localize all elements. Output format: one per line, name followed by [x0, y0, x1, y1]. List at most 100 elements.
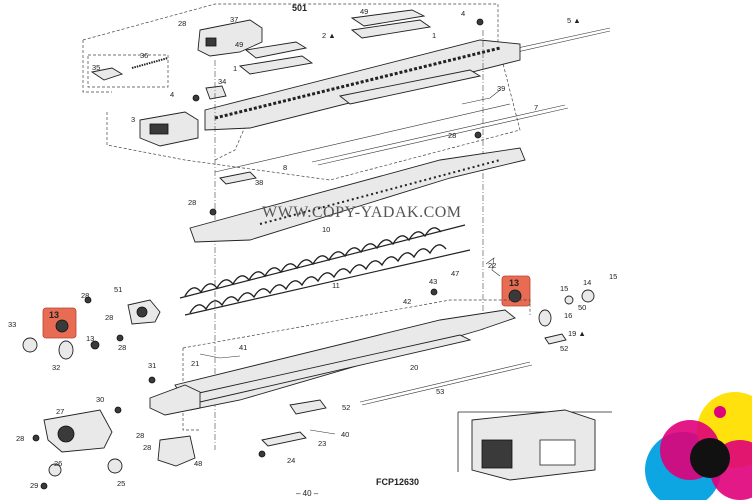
svg-text:15: 15 — [609, 272, 617, 281]
svg-text:43: 43 — [429, 277, 437, 286]
cover-27-hub — [57, 425, 75, 443]
rod-7 — [311, 104, 566, 163]
bracket-37 — [197, 19, 263, 57]
auger-10 — [179, 224, 466, 299]
lower-boundary-top — [182, 299, 531, 349]
svg-text:20: 20 — [410, 363, 418, 372]
cover-49-left — [244, 41, 308, 59]
plate-23 — [261, 431, 307, 447]
svg-text:28: 28 — [118, 343, 126, 352]
screw-28-bottom-left — [32, 434, 40, 442]
lever-21 — [199, 353, 241, 359]
svg-text:42: 42 — [403, 297, 411, 306]
screw-30 — [114, 406, 122, 414]
screw-31 — [148, 376, 156, 384]
cover-27 — [43, 409, 113, 453]
svg-text:32: 32 — [52, 363, 60, 372]
svg-text:21: 21 — [191, 359, 199, 368]
bracket-37-slot — [205, 37, 217, 47]
svg-text:13: 13 — [509, 278, 519, 288]
svg-text:23: 23 — [318, 439, 326, 448]
svg-text:52: 52 — [342, 403, 350, 412]
svg-text:50: 50 — [578, 303, 586, 312]
screw-28-mid — [209, 208, 217, 216]
svg-text:25: 25 — [117, 479, 125, 488]
svg-text:38: 38 — [255, 178, 263, 187]
copier-thumbnail-panel — [481, 439, 513, 469]
wire-39 — [461, 89, 501, 105]
bearing-51 — [136, 306, 148, 318]
rod-8 — [214, 103, 511, 173]
svg-text:49: 49 — [235, 40, 243, 49]
bracket-34 — [205, 85, 227, 100]
gear-13-left — [90, 340, 100, 350]
rod-7-edge — [317, 107, 569, 166]
svg-text:35: 35 — [92, 63, 100, 72]
plate-38 — [219, 171, 257, 185]
rail-22-holes — [259, 159, 501, 225]
svg-text:16: 16 — [564, 311, 572, 320]
svg-text:30: 30 — [96, 395, 104, 404]
plate-52-lower — [289, 399, 327, 415]
svg-text:29: 29 — [30, 481, 38, 490]
block-3 — [139, 111, 199, 147]
svg-text:3: 3 — [131, 115, 135, 124]
svg-text:11: 11 — [332, 281, 340, 290]
svg-text:31: 31 — [148, 361, 156, 370]
svg-text:39: 39 — [497, 84, 505, 93]
gear-33 — [22, 337, 38, 353]
svg-text:10: 10 — [322, 225, 330, 234]
svg-text:53: 53 — [436, 387, 444, 396]
gear-13-right-icon — [508, 289, 522, 303]
svg-text:28: 28 — [188, 198, 196, 207]
svg-text:34: 34 — [218, 77, 226, 86]
svg-text:4: 4 — [170, 90, 174, 99]
svg-text:33: 33 — [8, 320, 16, 329]
svg-text:7: 7 — [534, 103, 538, 112]
svg-text:41: 41 — [239, 343, 247, 352]
rod-53-edge — [361, 364, 533, 406]
assembly-boundary-left — [82, 40, 112, 93]
group-number: 501 — [292, 3, 308, 13]
svg-text:48: 48 — [194, 459, 202, 468]
screw-43 — [430, 288, 438, 296]
svg-text:22: 22 — [488, 261, 496, 270]
clip-52-right — [544, 333, 567, 345]
gear-14 — [581, 289, 595, 303]
svg-text:51: 51 — [114, 285, 122, 294]
part-35 — [90, 67, 124, 81]
screw-28-upper — [474, 131, 482, 139]
copier-thumbnail-tray — [539, 439, 576, 466]
svg-text:28: 28 — [143, 443, 151, 452]
svg-text:28: 28 — [448, 131, 456, 140]
bearing-32 — [58, 340, 74, 360]
svg-text:52: 52 — [560, 344, 568, 353]
screw-4-right — [476, 18, 484, 26]
cover-49-right — [350, 9, 426, 27]
wire-40 — [309, 429, 336, 435]
frame-2-rib — [338, 69, 482, 105]
svg-text:15: 15 — [560, 284, 568, 293]
figure-code: FCP12630 — [376, 477, 420, 487]
bracket-48 — [157, 435, 196, 467]
bearing-50 — [564, 295, 574, 305]
cover-1-left — [238, 55, 314, 75]
svg-text:1: 1 — [233, 64, 237, 73]
page-number: – 40 – — [296, 489, 319, 498]
svg-text:14: 14 — [583, 278, 591, 287]
bracket-30-mount — [149, 384, 201, 416]
svg-text:4: 4 — [461, 9, 465, 18]
svg-text:24: 24 — [287, 456, 295, 465]
svg-text:28: 28 — [81, 291, 89, 300]
rail-22 — [189, 147, 526, 243]
frame-20-channel — [188, 334, 472, 403]
svg-text:8: 8 — [283, 163, 287, 172]
svg-text:28: 28 — [105, 313, 113, 322]
svg-text:36: 36 — [140, 51, 148, 60]
rod-53 — [359, 361, 531, 403]
subassembly-box-35-36 — [87, 54, 169, 88]
spring-36 — [131, 57, 169, 69]
svg-text:5 ▲: 5 ▲ — [567, 16, 581, 25]
svg-text:47: 47 — [451, 269, 459, 278]
